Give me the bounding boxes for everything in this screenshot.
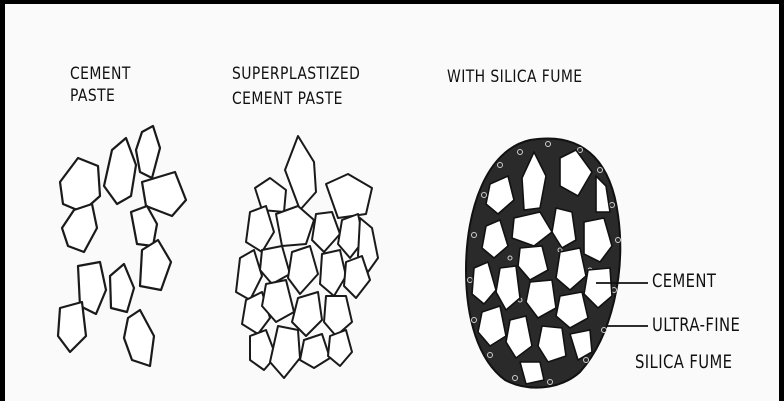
panel-1-title-line-2: PASTE xyxy=(70,88,115,105)
cement-particle xyxy=(324,296,352,336)
cement-particle xyxy=(328,330,352,366)
panel-2-title-line-2: CEMENT PASTE xyxy=(232,91,343,108)
cement-particle xyxy=(276,206,314,246)
cement-particle xyxy=(326,174,372,218)
legend-silica-label-line-2: SILICA FUME xyxy=(635,353,732,372)
cement-particle xyxy=(104,138,136,204)
cement-particle xyxy=(270,326,300,378)
cement-particle xyxy=(255,178,286,212)
cement-particle xyxy=(110,264,134,312)
cement-particle xyxy=(285,136,316,210)
panel-2-particles xyxy=(236,136,378,378)
legend-cement-label: CEMENT xyxy=(652,272,716,291)
cement-particle xyxy=(131,206,157,246)
cement-particle xyxy=(300,334,330,368)
legend-silica-label-line-1: ULTRA-FINE xyxy=(652,316,740,335)
cement-particle xyxy=(260,246,290,284)
panel-1-title-line-1: CEMENT xyxy=(70,66,131,83)
cement-particle xyxy=(58,302,86,352)
cement-particle xyxy=(136,126,160,178)
panel-1-particles xyxy=(58,126,186,366)
cement-particle xyxy=(124,310,154,366)
cement-particle xyxy=(312,212,340,252)
cement-particle xyxy=(140,240,171,290)
cement-particle xyxy=(60,158,100,212)
cement-particle xyxy=(62,204,97,252)
panel-2-title-line-1: SUPERPLASTIZED xyxy=(232,66,360,83)
cement-particle xyxy=(320,250,346,296)
panel-3-title: WITH SILICA FUME xyxy=(447,69,582,86)
panel-3-silica-fume xyxy=(466,138,621,387)
cement-particle xyxy=(246,206,274,252)
cement-particle xyxy=(288,246,318,294)
cement-particle xyxy=(236,250,262,300)
